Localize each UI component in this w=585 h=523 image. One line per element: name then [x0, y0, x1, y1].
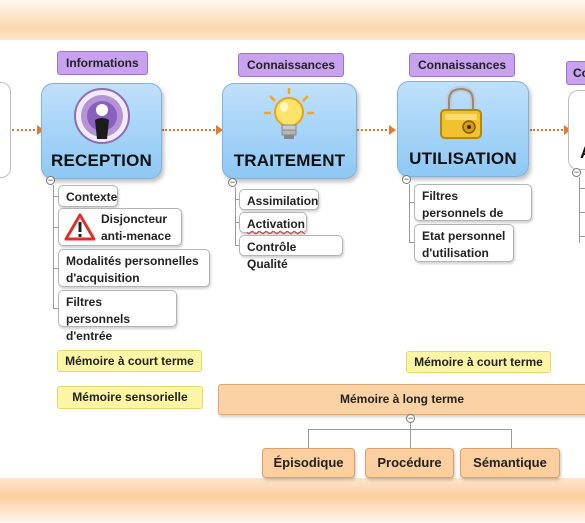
connector-long-term [410, 423, 411, 429]
padlock-icon [440, 85, 482, 139]
list-item[interactable]: Disjoncteur anti-menace [58, 208, 182, 246]
collapse-toggle-reception[interactable]: − [46, 175, 55, 185]
stage-tag-connaissances: Connaissances [409, 53, 516, 77]
list-item[interactable]: Activation [239, 212, 307, 233]
short-term-memory-1: Mémoire à court terme [57, 350, 202, 372]
connector-traitement [235, 187, 236, 245]
connector-long-term-2 [410, 429, 411, 449]
list-item[interactable]: Etat personnel d'utilisation [414, 224, 514, 262]
long-term-memory[interactable]: Mémoire à long terme [218, 384, 585, 415]
connector-reception-1 [53, 196, 58, 197]
flow-arrow-3 [357, 125, 396, 135]
flow-arrow-2 [162, 125, 223, 135]
stage-title-reception: RECEPTION [51, 151, 152, 170]
collapse-toggle-utilisation[interactable]: − [402, 174, 411, 184]
bottom-decorative-band [0, 478, 585, 523]
connector-reception [53, 185, 54, 309]
connector-utilisation-1 [409, 202, 414, 203]
episodic-memory[interactable]: Épisodique [262, 448, 355, 478]
connector-traitement-3 [235, 245, 239, 246]
short-term-memory-2: Mémoire à court terme [406, 351, 551, 373]
list-item[interactable]: Filtres personnels d'entrée [58, 290, 177, 343]
stage-tag-partial: Co [566, 61, 585, 85]
connector-reception-2 [53, 227, 58, 228]
connector-traitement-2 [235, 222, 239, 223]
connector-reception-4 [53, 308, 58, 309]
list-item[interactable]: Modalités personnelles d'acquisition [58, 249, 210, 287]
long-term-memory-label: Mémoire à long terme [339, 392, 465, 406]
connector-traitement-1 [235, 199, 239, 200]
collapse-toggle-partial[interactable]: − [572, 167, 581, 177]
flow-arrow-1 [12, 125, 44, 135]
item-label: Filtres personnels d'entrée [66, 295, 131, 343]
item-label: Disjoncteur anti-menace [101, 212, 172, 243]
semantic-memory[interactable]: Sémantique [460, 448, 560, 478]
stage-tag-connaissances: Connaissances [238, 53, 345, 77]
connector-partial-2 [579, 212, 585, 213]
sensory-memory: Mémoire sensorielle [57, 386, 203, 409]
item-label: Activation [247, 217, 306, 231]
top-decorative-band [0, 0, 585, 40]
collapse-toggle-traitement[interactable]: − [228, 177, 237, 187]
connector-partial [579, 177, 580, 243]
stage-utilisation[interactable]: UTILISATION [397, 81, 529, 177]
list-item[interactable]: Contrôle Qualité [239, 235, 343, 271]
connector-partial-3 [579, 236, 585, 237]
stage-title-partial: A [580, 143, 585, 163]
item-label: Modalités personnelles d'acquisition [66, 254, 199, 285]
connector-reception-3 [53, 268, 58, 269]
list-item[interactable]: Filtres personnels de sorties [414, 184, 532, 237]
flow-arrow-4 [530, 125, 571, 135]
item-label: Assimilation [247, 194, 319, 208]
stage-title-utilisation: UTILISATION [409, 149, 517, 168]
item-label: Contrôle Qualité [247, 240, 297, 271]
podcast-icon [74, 88, 130, 144]
connector-long-term-1 [308, 429, 309, 449]
connector-long-term-3 [511, 429, 512, 449]
collapse-toggle-long-term[interactable]: − [406, 413, 415, 423]
connector-utilisation-2 [409, 242, 414, 243]
stage-tag-informations: Informations [57, 51, 148, 75]
warning-icon [64, 213, 96, 241]
stage-partial[interactable]: A [568, 90, 585, 170]
procedural-memory[interactable]: Procédure [365, 448, 454, 478]
previous-stage-fragment [0, 82, 11, 178]
connector-utilisation [409, 184, 410, 242]
item-label: Contexte [66, 190, 118, 204]
list-item[interactable]: Assimilation [239, 189, 319, 210]
stage-traitement[interactable]: TRAITEMENT [222, 83, 357, 179]
connector-partial-1 [579, 188, 585, 189]
stage-title-traitement: TRAITEMENT [233, 151, 346, 170]
list-item[interactable]: Contexte [58, 185, 118, 207]
lightbulb-icon [264, 88, 314, 139]
item-label: Etat personnel d'utilisation [422, 229, 506, 260]
stage-reception[interactable]: RECEPTION [41, 83, 162, 179]
